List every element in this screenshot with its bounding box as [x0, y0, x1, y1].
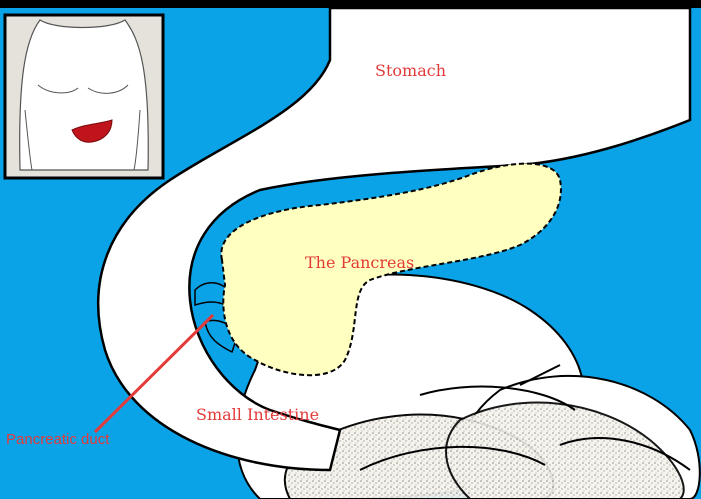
torso-locator-icon — [5, 15, 163, 178]
pancreatic-duct-label: Pancreatic duct — [6, 431, 110, 448]
stomach-label: Stomach — [375, 61, 446, 80]
small-intestine-label: Small Intestine — [196, 405, 319, 424]
pancreas-label: The Pancreas — [305, 253, 414, 272]
